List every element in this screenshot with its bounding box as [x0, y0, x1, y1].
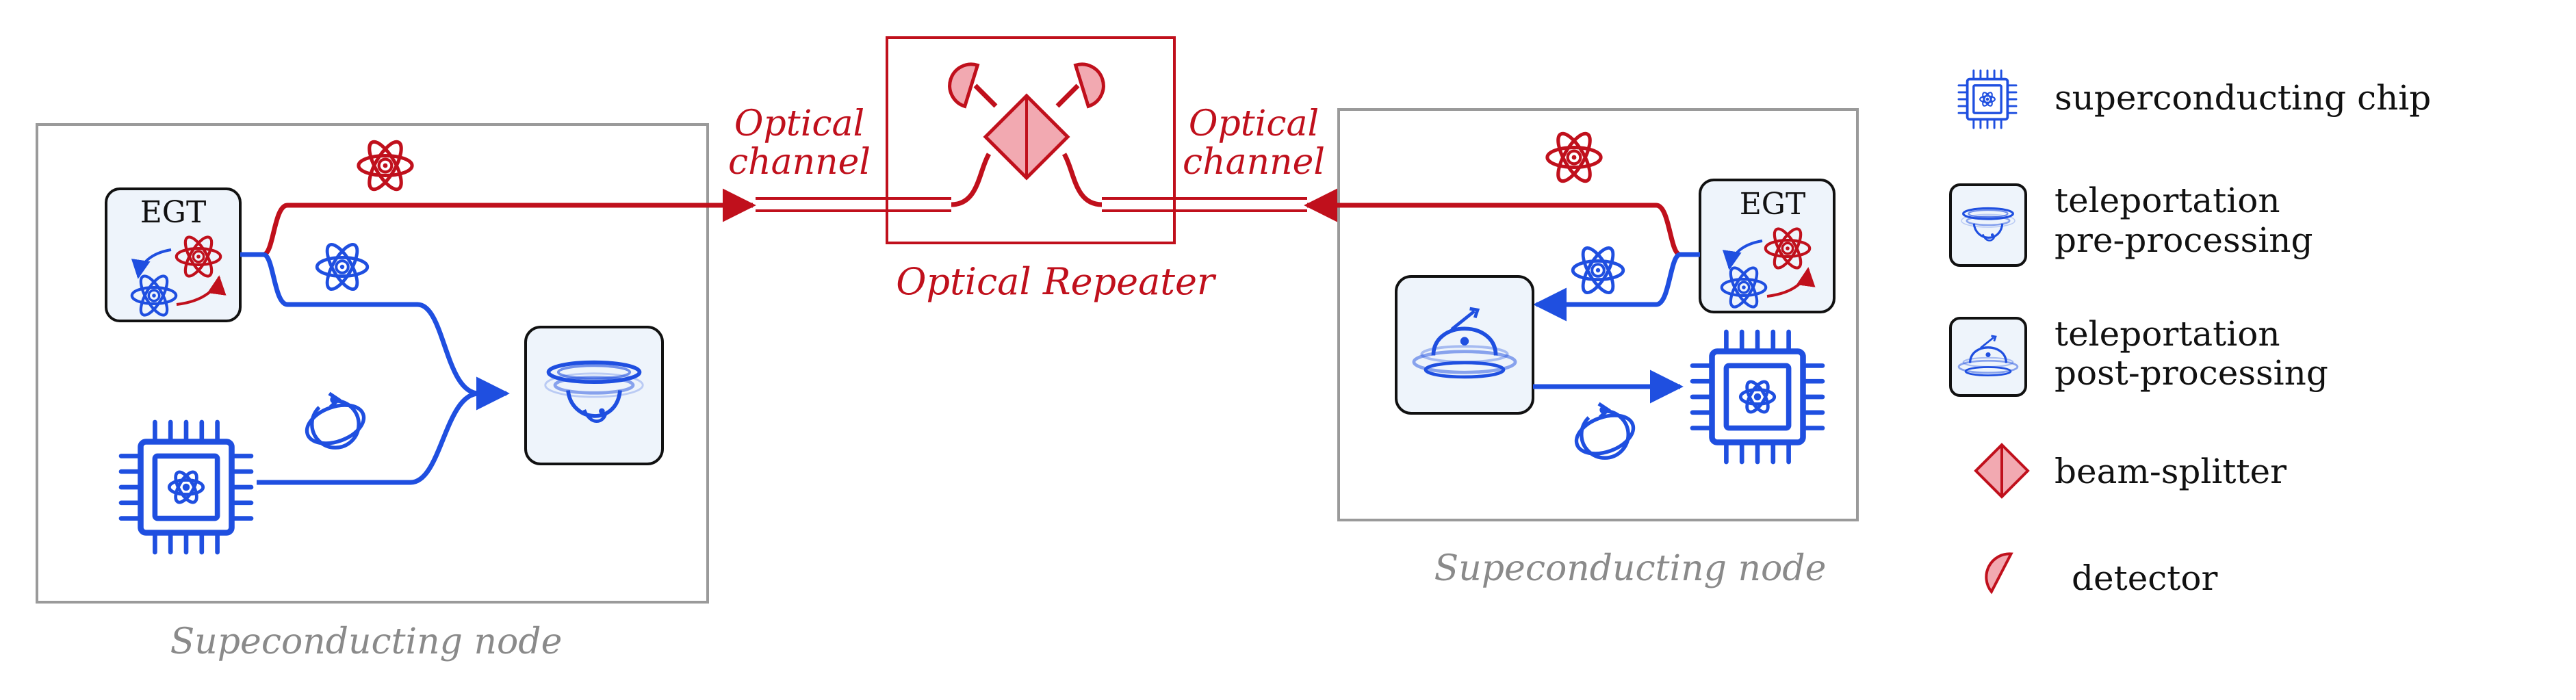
right-channel-label-line2: channel: [1183, 142, 1325, 183]
left-egt-atoms-icon: [132, 233, 227, 319]
left-red-atom-icon: [359, 138, 412, 194]
repeater-beam-splitter-icon: [983, 93, 1070, 181]
left-optical-channel: [756, 197, 951, 212]
legend-item-4-line1: beam-splitter: [2055, 452, 2287, 491]
right-red-path: [1304, 188, 1700, 257]
repeater-box: [886, 36, 1176, 244]
left-red-path: [240, 188, 756, 257]
left-node-box: [36, 123, 709, 604]
legend-beam-splitter-icon: [1974, 443, 2030, 499]
right-egt-label: EGT: [1740, 187, 1806, 222]
left-node-caption: Supeconducting node: [170, 621, 563, 662]
right-blue-path-top: [1533, 252, 1700, 322]
right-cycle-icon: [1571, 404, 1638, 461]
repeater-detector-right-icon: [1055, 62, 1105, 109]
right-egt-atoms-icon: [1722, 225, 1816, 311]
left-cycle-icon: [302, 393, 369, 450]
right-channel-label-line1: Optical: [1189, 103, 1319, 144]
right-node-caption: Supeconducting node: [1434, 548, 1827, 589]
left-egt-label: EGT: [140, 195, 207, 230]
legend-chip-icon: [1957, 69, 2018, 129]
repeater-detector-left-icon: [948, 62, 998, 109]
right-optical-channel: [1102, 197, 1307, 212]
right-red-atom-icon: [1547, 129, 1601, 185]
legend-item-2-line1: teleportation: [2055, 181, 2280, 220]
legend: superconducting chip teleportation pre-p…: [1949, 69, 2431, 598]
right-node-box: [1337, 108, 1859, 521]
legend-item-3-line2: post-processing: [2055, 353, 2328, 393]
left-channel-label-line1: Optical: [734, 103, 864, 144]
left-channel-label-line2: channel: [728, 142, 871, 183]
right-chip-icon: [1692, 332, 1822, 462]
legend-detector-icon: [1985, 552, 2013, 595]
left-blue-atom-icon: [317, 240, 368, 293]
left-preprocessing-box: [524, 326, 664, 465]
repeater-caption: Optical Repeater: [896, 260, 1217, 303]
left-chip-icon: [121, 422, 251, 552]
right-blue-atom-icon: [1573, 244, 1623, 296]
left-blue-path-top: [240, 252, 510, 411]
legend-item-1-line1: superconducting chip: [2055, 78, 2431, 118]
legend-item-5-line1: detector: [2072, 558, 2217, 598]
left-blue-path-bottom: [257, 391, 480, 485]
legend-item-3-line1: teleportation: [2055, 314, 2280, 354]
legend-item-2-line2: pre-processing: [2055, 220, 2313, 260]
